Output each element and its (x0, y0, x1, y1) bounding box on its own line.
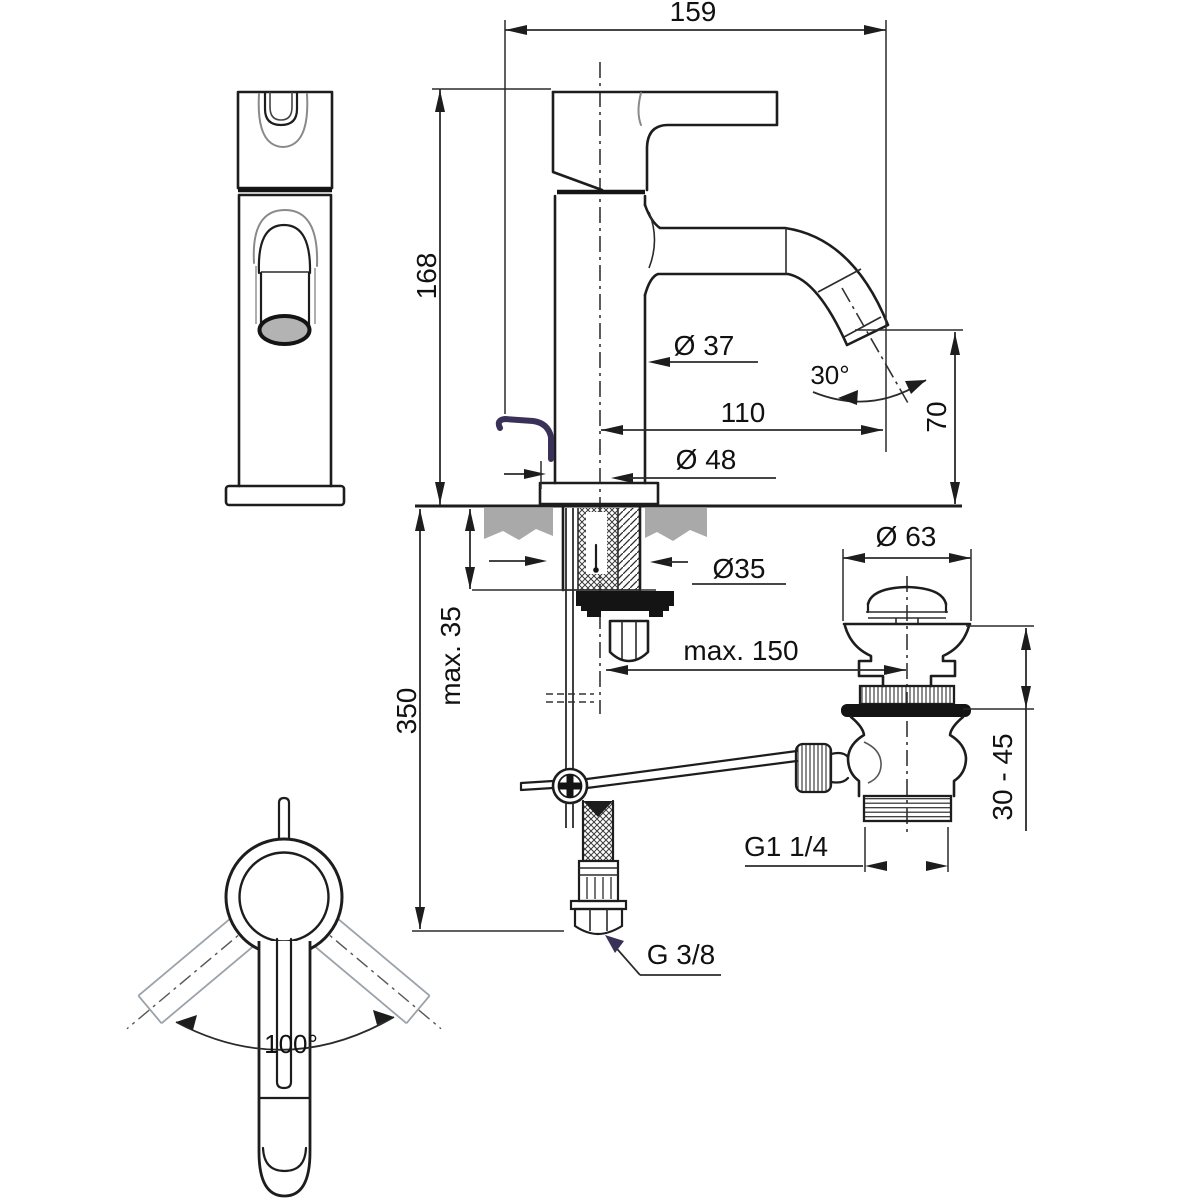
hose-collar (577, 859, 620, 903)
label-angle-100: 100° (264, 1029, 318, 1059)
dim-range-30-45: 30 - 45 (963, 625, 1034, 831)
dim-dia-63: Ø 63 (842, 521, 972, 621)
label-350: 350 (391, 688, 422, 735)
dim-dia-35: Ø35 (489, 553, 786, 585)
waste-plug-cap (866, 585, 948, 606)
lever-handle (551, 90, 779, 192)
aerator-line (843, 316, 882, 338)
popup-rod (565, 508, 574, 769)
dim-angle-30: 30° (810, 360, 927, 405)
spout-centerline (841, 287, 909, 404)
label-g38: G 3/8 (647, 939, 715, 970)
dim-g38: G 3/8 (605, 935, 721, 976)
dim-dia-48: Ø 48 (504, 444, 776, 489)
phantom-handle-right (126, 917, 255, 1030)
label-159: 159 (670, 0, 717, 27)
label-110: 110 (721, 397, 766, 428)
front-spout-outer-arc (252, 208, 319, 267)
base-flange (538, 481, 660, 506)
supply-hose (569, 799, 628, 936)
g38-nut (573, 907, 624, 936)
swivel-arc (175, 1016, 395, 1051)
waste-gasket (841, 704, 971, 717)
front-handle-slot (263, 90, 299, 127)
g38-leader-arrow (605, 935, 624, 953)
deck-left (484, 508, 553, 540)
label-max35: max. 35 (435, 606, 466, 706)
phantom-handle-left (313, 917, 442, 1030)
top-view-stem (277, 796, 291, 850)
popup-lever-rod (585, 749, 799, 790)
waste-body (846, 715, 866, 798)
label-dia35: Ø35 (713, 553, 766, 584)
faucet-body (553, 194, 647, 485)
side-view (495, 62, 909, 714)
waste-tail-thread (862, 794, 953, 823)
front-base-plate (224, 484, 346, 507)
label-max150: max. 150 (683, 635, 798, 666)
label-dia63: Ø 63 (876, 521, 937, 552)
dim-max-150: max. 150 (606, 635, 906, 675)
mounting-nut (608, 619, 650, 663)
lever-knob (794, 742, 833, 794)
waste-locknut (858, 684, 956, 706)
front-spout-outlet (257, 314, 312, 346)
dim-max-35: max. 35 (435, 509, 656, 706)
dim-height-70: 70 (855, 329, 963, 504)
dim-height-168: 168 (411, 88, 551, 505)
rod-junction (551, 767, 589, 805)
dim-dia-37: Ø 37 (648, 330, 758, 367)
label-30-45: 30 - 45 (987, 733, 1018, 820)
shank-threads (618, 508, 640, 590)
label-g114: G1 1/4 (744, 831, 828, 862)
drain-assembly (794, 576, 972, 834)
deck-right (645, 508, 707, 541)
front-view (224, 90, 346, 507)
mounting-washer (576, 591, 674, 606)
top-view-handle (257, 941, 312, 1198)
popup-rod-knob (495, 415, 554, 462)
label-70: 70 (921, 401, 952, 432)
spout (643, 203, 890, 347)
top-view-ring (224, 837, 344, 957)
dim-g114: G1 1/4 (744, 827, 949, 872)
dim-350: 350 (391, 509, 564, 932)
label-angle30: 30° (810, 360, 849, 390)
deck-section (415, 504, 962, 541)
label-dia37: Ø 37 (674, 330, 735, 361)
top-view: 100° (126, 796, 442, 1198)
front-spout-inner-arc (257, 223, 312, 275)
dim-width-159: 159 (504, 0, 887, 452)
label-dia48: Ø 48 (676, 444, 737, 475)
dim-reach-110: 110 (601, 397, 883, 435)
waste-funnel (843, 624, 885, 688)
label-168: 168 (411, 253, 442, 300)
front-handle-oval (257, 93, 309, 149)
popup-rod-assembly (519, 506, 799, 828)
